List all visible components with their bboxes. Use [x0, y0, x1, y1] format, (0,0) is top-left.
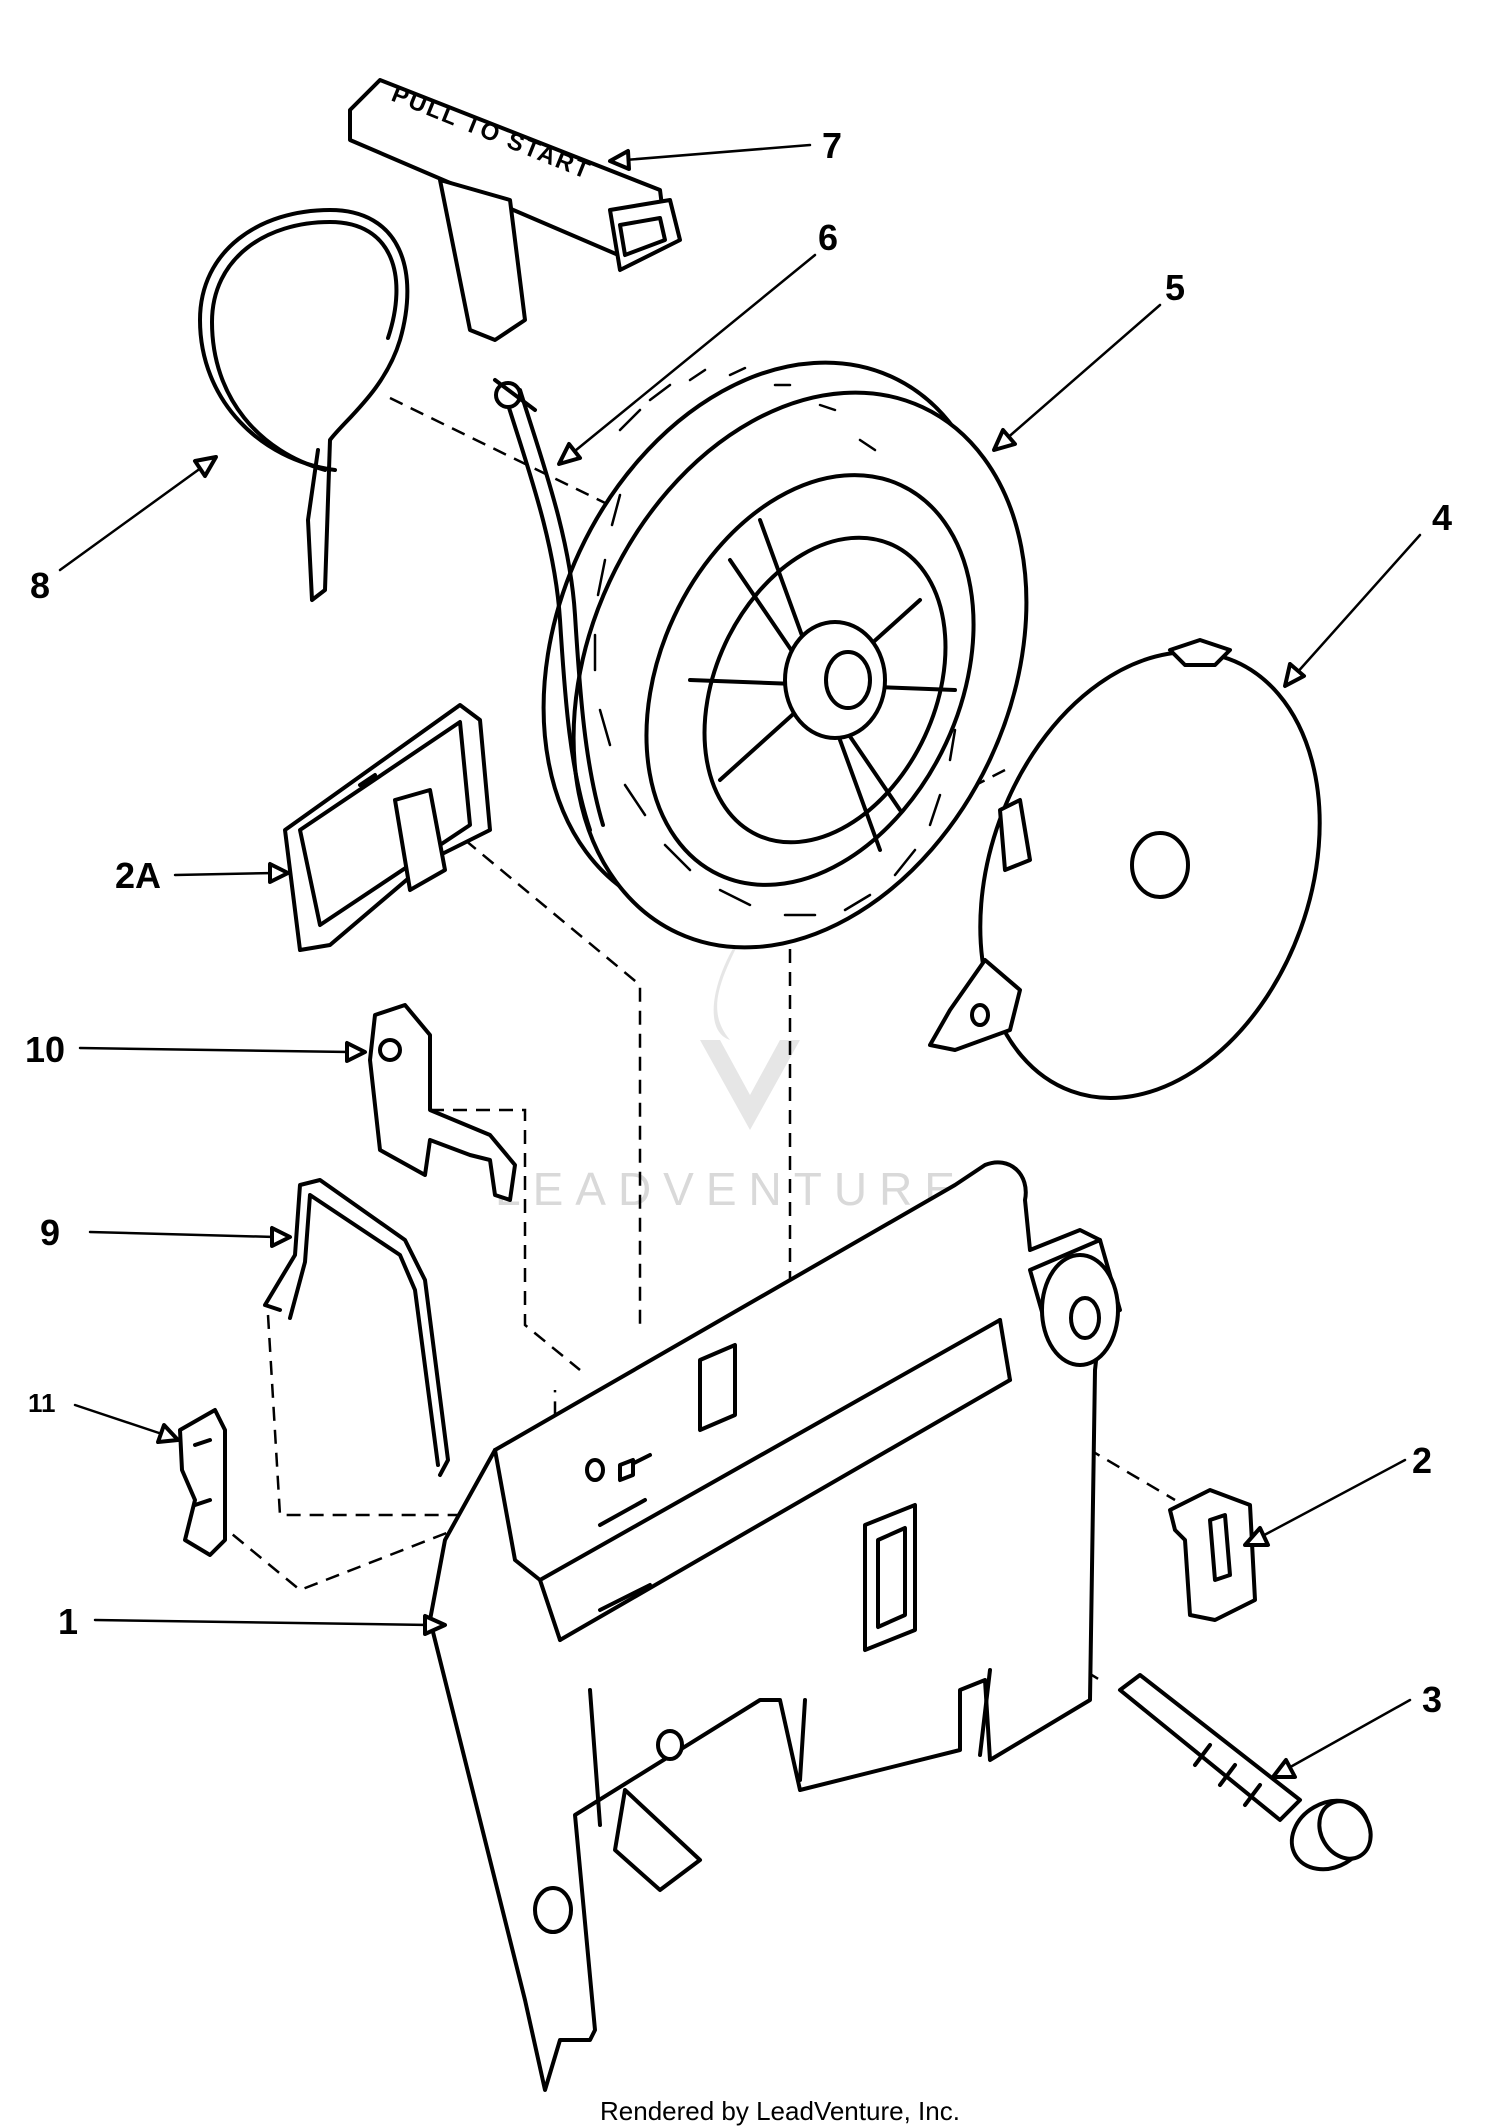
watermark-text: LEADVENTURE: [495, 1163, 967, 1215]
part-9-wire-spring: [263, 1178, 450, 1477]
part-2-clip: [1168, 1488, 1257, 1622]
callout-5: 5: [1165, 267, 1185, 308]
callout-1: 1: [58, 1601, 78, 1642]
callout-labels: 1 2 2A 3 4 5 6 7 8 9 10 11: [25, 125, 1452, 1720]
part-1-bracket: [428, 1160, 1122, 2092]
callout-9: 9: [40, 1212, 60, 1253]
callout-2A: 2A: [115, 855, 161, 896]
callout-leaders: [58, 143, 1422, 1779]
callout-7: 7: [822, 125, 842, 166]
part-7-handle: PULL TO START: [348, 78, 682, 342]
callout-2: 2: [1412, 1440, 1432, 1481]
part-4-spring-cover: [928, 638, 1322, 1100]
part-6-rope: [493, 378, 605, 832]
part-8-wire-loop: [198, 208, 410, 602]
part-11-clip: [178, 1408, 227, 1557]
callout-8: 8: [30, 565, 50, 606]
part-10-latch-plate: [368, 1003, 517, 1202]
footer-credit: Rendered by LeadVenture, Inc.: [600, 2096, 960, 2126]
callout-11: 11: [28, 1388, 56, 1418]
callout-3: 3: [1422, 1679, 1442, 1720]
callout-4: 4: [1432, 497, 1452, 538]
part-2A-plate: [283, 703, 492, 952]
leadventure-watermark: LEADVENTURE: [495, 930, 967, 1215]
part-5-pulley: [541, 360, 1029, 950]
callout-10: 10: [25, 1029, 65, 1070]
part-3-bolt: [1118, 1673, 1373, 1872]
callout-6: 6: [818, 217, 838, 258]
